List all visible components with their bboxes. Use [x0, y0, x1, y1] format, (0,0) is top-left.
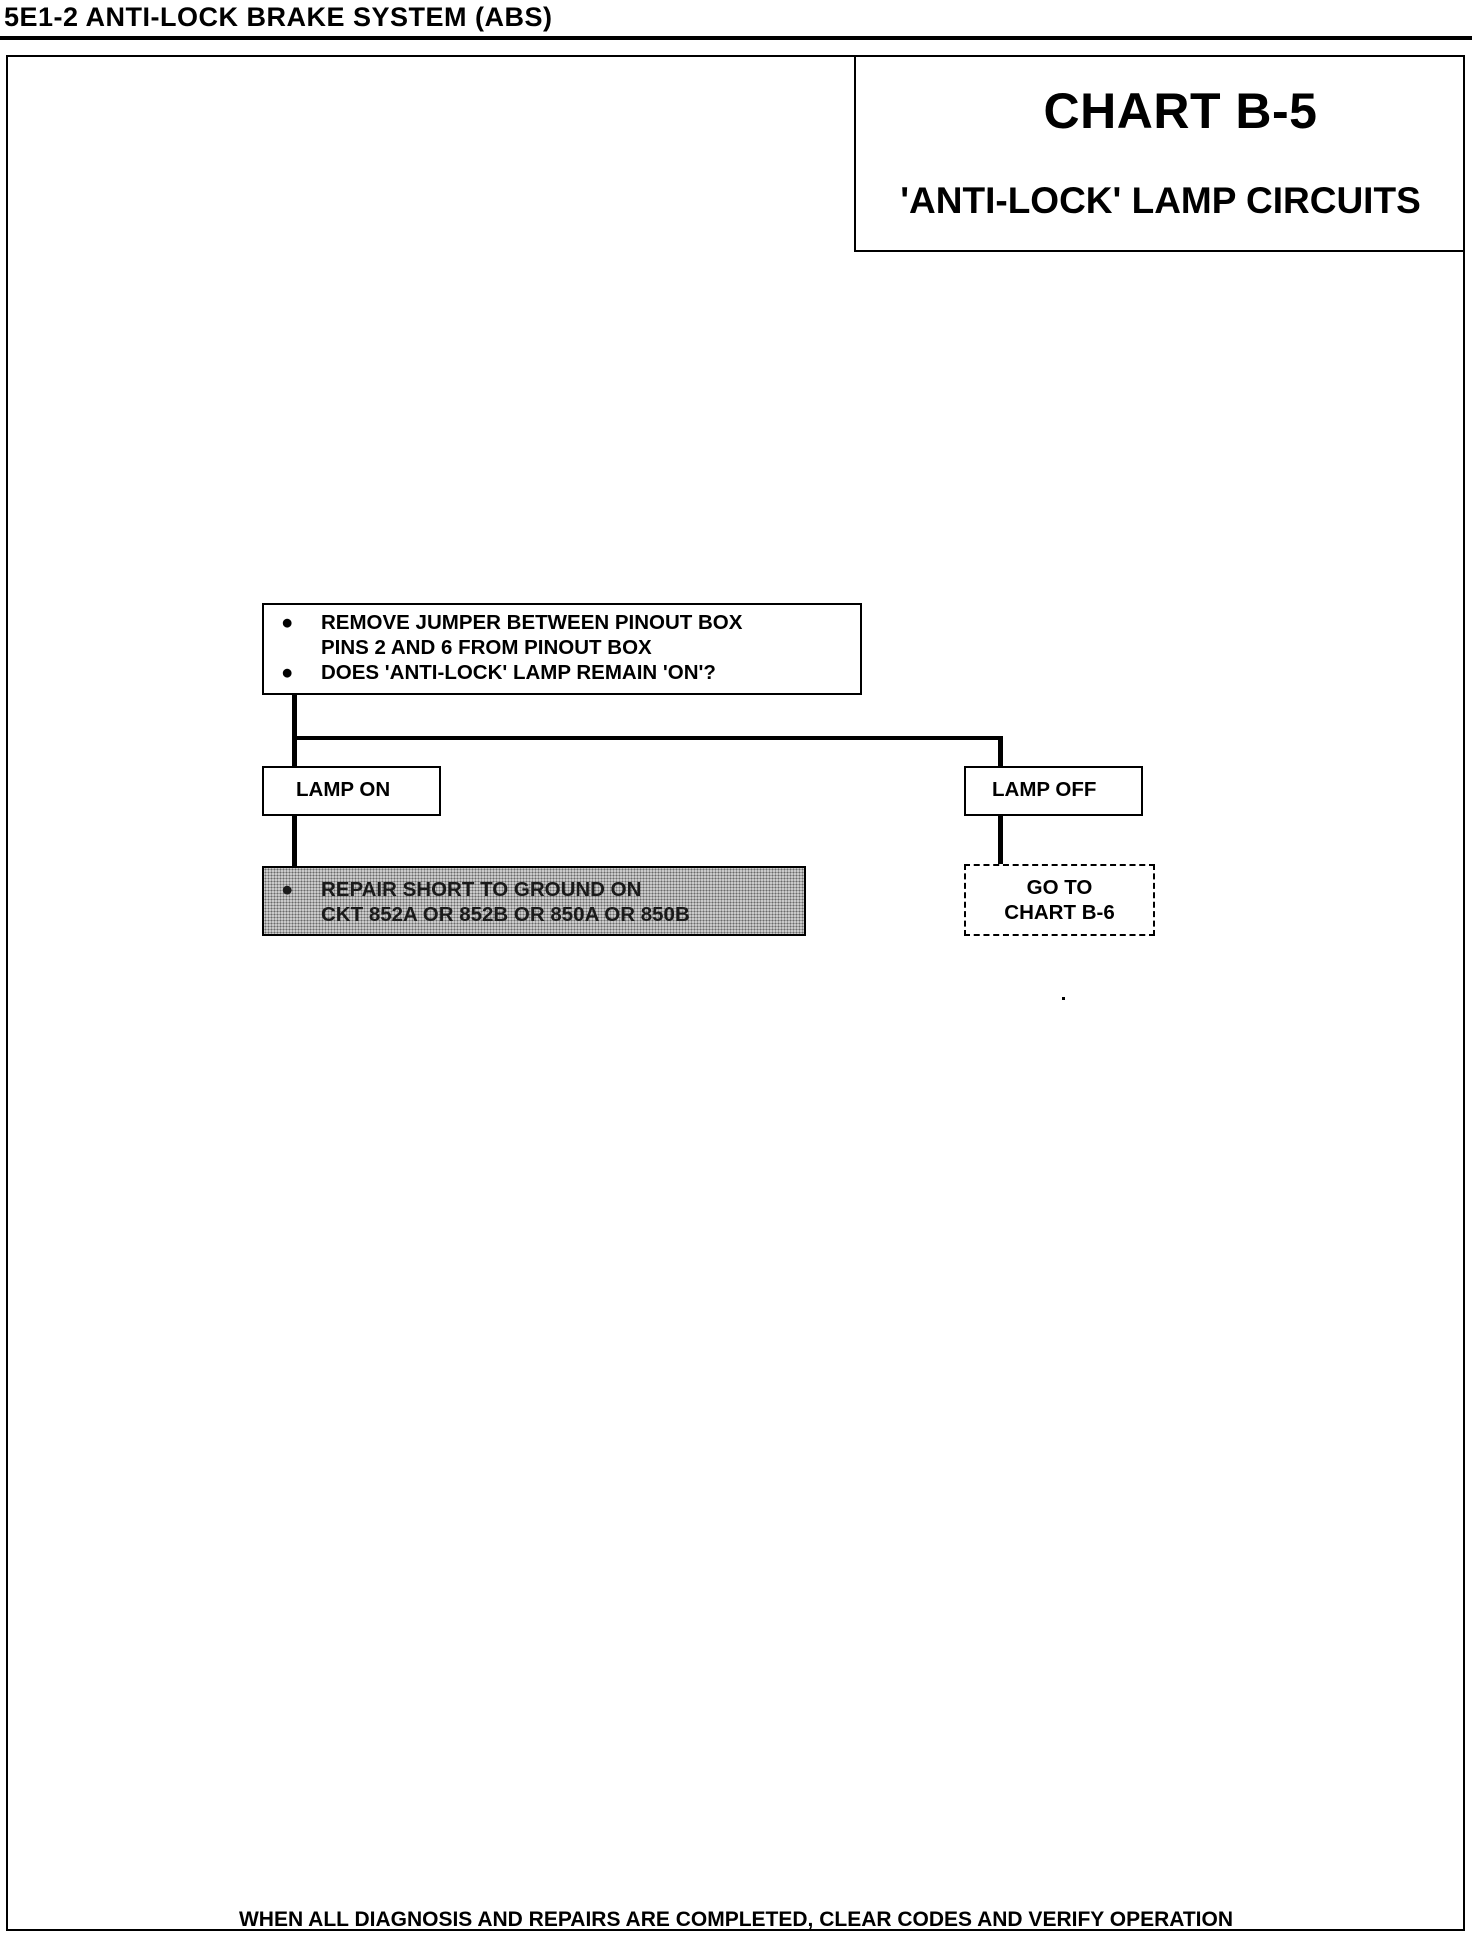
connector-branch-to-lamp-off: [998, 736, 1003, 766]
stray-dot: [1062, 997, 1065, 1000]
chart-subtitle: 'ANTI-LOCK' LAMP CIRCUITS: [900, 180, 1421, 221]
repair-item: ● REPAIR SHORT TO GROUND ON: [264, 877, 804, 902]
page-header: 5E1-2 ANTI-LOCK BRAKE SYSTEM (ABS): [4, 2, 553, 32]
goto-chart-b6-box: GO TO CHART B-6: [964, 864, 1155, 936]
repair-item-cont: CKT 852A OR 852B OR 850A OR 850B: [264, 902, 804, 927]
connector-question-to-lamp-on: [292, 695, 297, 766]
header-rule: [0, 36, 1472, 40]
lamp-off-box: LAMP OFF: [964, 766, 1143, 816]
question-line-1: REMOVE JUMPER BETWEEN PINOUT BOX: [321, 611, 743, 634]
footer-note: WHEN ALL DIAGNOSIS AND REPAIRS ARE COMPL…: [238, 1908, 1234, 1931]
connector-horizontal-branch: [292, 736, 1003, 740]
question-item-1-cont: PINS 2 AND 6 FROM PINOUT BOX: [264, 635, 860, 660]
question-item-1: ● REMOVE JUMPER BETWEEN PINOUT BOX: [264, 610, 860, 635]
question-line-2: PINS 2 AND 6 FROM PINOUT BOX: [321, 636, 652, 659]
connector-lamp-on-to-repair: [292, 816, 297, 866]
bullet-icon: ●: [281, 661, 294, 684]
question-line-3: DOES 'ANTI-LOCK' LAMP REMAIN 'ON'?: [321, 661, 716, 684]
connector-lamp-off-to-goto: [998, 816, 1003, 864]
repair-box: ● REPAIR SHORT TO GROUND ON CKT 852A OR …: [262, 866, 806, 936]
chart-title-box: CHART B-5 'ANTI-LOCK' LAMP CIRCUITS: [854, 55, 1465, 252]
bullet-icon: ●: [281, 611, 294, 634]
goto-line-1: GO TO: [1026, 876, 1093, 899]
chart-title: CHART B-5: [1043, 83, 1318, 139]
question-item-2: ● DOES 'ANTI-LOCK' LAMP REMAIN 'ON'?: [264, 660, 860, 685]
goto-line-2: CHART B-6: [1004, 901, 1115, 924]
repair-line-1: REPAIR SHORT TO GROUND ON: [321, 878, 642, 901]
question-box: ● REMOVE JUMPER BETWEEN PINOUT BOX PINS …: [262, 603, 862, 695]
repair-line-2: CKT 852A OR 852B OR 850A OR 850B: [321, 903, 690, 926]
page-frame: [6, 55, 1465, 1931]
lamp-on-box: LAMP ON: [262, 766, 441, 816]
bullet-icon: ●: [281, 878, 294, 901]
